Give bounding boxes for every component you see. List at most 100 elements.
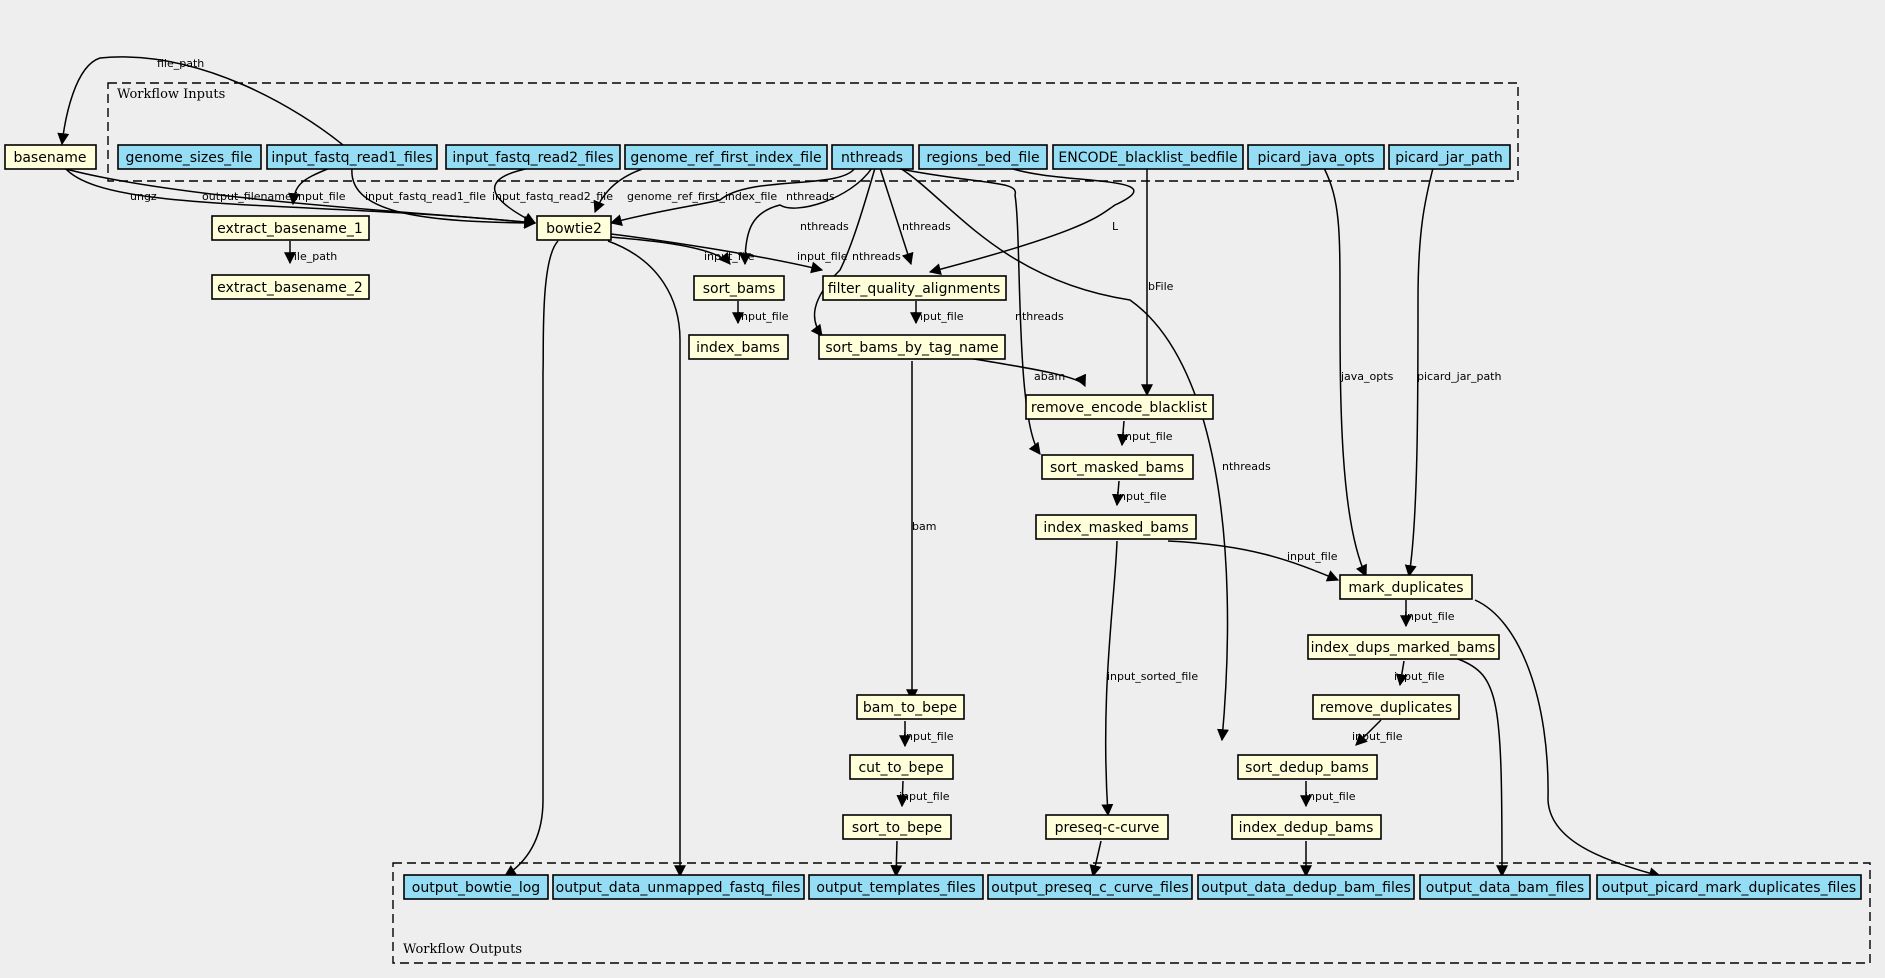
node-label: sort_to_bepe [852,820,942,836]
edge-label-nthreads-tag: nthreads [852,250,901,263]
node-label: extract_basename_1 [217,221,363,237]
edge-label-input-file-cut: input_file [903,730,954,743]
edge-label-abam: abam [1034,370,1065,383]
node-encode-blacklist-bedfile[interactable]: ENCODE_blacklist_bedfile [1052,144,1244,170]
node-label: output_data_bam_files [1426,880,1584,896]
edge-label-nthreads-masked: nthreads [1015,310,1064,323]
node-label: filter_quality_alignments [828,281,1000,297]
node-output-preseq-c-curve-files[interactable]: output_preseq_c_curve_files [987,874,1193,900]
edge-label-L: L [1112,220,1119,233]
node-input-fastq-read2-files[interactable]: input_fastq_read2_files [445,144,621,170]
node-bam-to-bepe[interactable]: bam_to_bepe [856,694,965,720]
edge-label-input-file-dups: input_file [1404,610,1455,623]
node-label: nthreads [841,150,903,166]
node-label: picard_jar_path [1395,150,1503,166]
node-picard-jar-path[interactable]: picard_jar_path [1388,144,1511,170]
node-label: basename [13,150,86,166]
node-label: genome_sizes_file [126,150,253,166]
node-output-templates-files[interactable]: output_templates_files [808,874,984,900]
node-label: output_data_dedup_bam_files [1201,880,1411,896]
node-label: cut_to_bepe [858,760,943,776]
edge-label-input-fastq-read2-file: input_fastq_read2_file [492,190,613,203]
node-genome-sizes-file[interactable]: genome_sizes_file [117,144,262,170]
node-label: ENCODE_blacklist_bedfile [1058,150,1237,166]
node-label: output_preseq_c_curve_files [991,880,1188,896]
edges [57,56,1662,880]
node-label: index_dedup_bams [1239,820,1374,836]
node-label: index_bams [696,340,780,356]
edge-label-input-file-rmdup: input_file [1394,670,1445,683]
node-remove-duplicates[interactable]: remove_duplicates [1312,694,1460,720]
node-output-bowtie-log[interactable]: output_bowtie_log [403,874,549,900]
node-label: sort_bams_by_tag_name [825,340,998,356]
node-remove-encode-blacklist[interactable]: remove_encode_blacklist [1025,394,1214,420]
node-sort-dedup-bams[interactable]: sort_dedup_bams [1237,754,1378,780]
edge-label-input-file-filter: input_file [797,250,848,263]
node-index-masked-bams[interactable]: index_masked_bams [1035,514,1197,540]
node-genome-ref-first-index-file[interactable]: genome_ref_first_index_file [624,144,828,170]
edge-label-input-file-sortbepe: input_file [899,790,950,803]
workflow-inputs-label: Workflow Inputs [117,87,225,102]
edge-labels: file_path ungz output_filename input_fil… [130,57,1501,803]
node-cut-to-bepe[interactable]: cut_to_bepe [849,754,954,780]
node-label: picard_java_opts [1257,150,1374,166]
edge-label-input-file: input_file [295,190,346,203]
node-extract-basename-1[interactable]: extract_basename_1 [211,215,370,241]
edge-label-input-file-sortdedup: input_file [1352,730,1403,743]
node-output-data-unmapped-fastq-files[interactable]: output_data_unmapped_fastq_files [552,874,805,900]
node-mark-duplicates[interactable]: mark_duplicates [1339,574,1473,600]
node-extract-basename-2[interactable]: extract_basename_2 [211,274,370,300]
workflow-outputs-label: Workflow Outputs [403,942,522,957]
node-label: output_bowtie_log [412,880,540,896]
edge-label-output-filename: output_filename [202,190,292,203]
node-picard-java-opts[interactable]: picard_java_opts [1247,144,1385,170]
node-bowtie2[interactable]: bowtie2 [536,215,612,241]
node-output-data-bam-files[interactable]: output_data_bam_files [1419,874,1591,900]
node-index-dups-marked-bams[interactable]: index_dups_marked_bams [1307,634,1500,660]
node-basename[interactable]: basename [4,144,97,170]
node-label: input_fastq_read2_files [452,150,613,166]
node-label: remove_duplicates [1320,700,1452,716]
node-index-bams[interactable]: index_bams [688,334,789,360]
edge-label-input-file-sort: input_file [704,250,755,263]
node-label: sort_masked_bams [1050,460,1184,476]
edge-label-input-file-idxdedup: input_file [1305,790,1356,803]
node-label: remove_encode_blacklist [1031,400,1208,416]
edge-label-input-fastq-read1-file: input_fastq_read1_file [365,190,486,203]
node-label: extract_basename_2 [217,280,363,296]
node-sort-to-bepe[interactable]: sort_to_bepe [842,814,952,840]
node-sort-bams-by-tag-name[interactable]: sort_bams_by_tag_name [818,334,1006,360]
edge-label-input-sorted-file: input_sorted_file [1107,670,1198,683]
node-sort-bams[interactable]: sort_bams [693,275,785,301]
node-sort-masked-bams[interactable]: sort_masked_bams [1041,454,1194,480]
node-index-dedup-bams[interactable]: index_dedup_bams [1231,814,1382,840]
edge-label-input-file-index: input_file [738,310,789,323]
node-input-fastq-read1-files[interactable]: input_fastq_read1_files [266,144,438,170]
node-filter-quality-alignments[interactable]: filter_quality_alignments [822,275,1007,301]
node-label: input_fastq_read1_files [271,150,432,166]
node-nthreads[interactable]: nthreads [831,144,914,170]
workflow-outputs-cluster: Workflow Outputs [392,862,1871,964]
node-label: genome_ref_first_index_file [630,150,821,166]
edge-label-bFile: bFile [1148,280,1174,293]
node-label: preseq-c-curve [1055,820,1160,836]
edge-label-input-file-idxmasked: input_file [1116,490,1167,503]
edge-label-nthreads-dedup: nthreads [1222,460,1271,473]
edge-label-genome-ref-first-index-file: genome_ref_first_index_file [627,190,777,203]
node-label: sort_bams [703,281,776,297]
node-label: regions_bed_file [926,150,1039,166]
node-output-picard-mark-duplicates-files[interactable]: output_picard_mark_duplicates_files [1596,874,1862,900]
node-label: mark_duplicates [1348,580,1463,596]
node-label: output_picard_mark_duplicates_files [1602,880,1856,896]
edge-label-picard-jar-path: picard_jar_path [1417,370,1501,383]
node-regions-bed-file[interactable]: regions_bed_file [918,144,1048,170]
edge-label-nthreads-filter: nthreads [902,220,951,233]
edge-label-file-path-eb2: file_path [290,250,337,263]
node-preseq-c-curve[interactable]: preseq-c-curve [1045,814,1169,840]
node-output-data-dedup-bam-files[interactable]: output_data_dedup_bam_files [1197,874,1415,900]
node-label: sort_dedup_bams [1245,760,1369,776]
node-label: bowtie2 [546,221,602,237]
edge-label-nthreads-sort: nthreads [800,220,849,233]
edge-label-input-file-tag: input_file [913,310,964,323]
